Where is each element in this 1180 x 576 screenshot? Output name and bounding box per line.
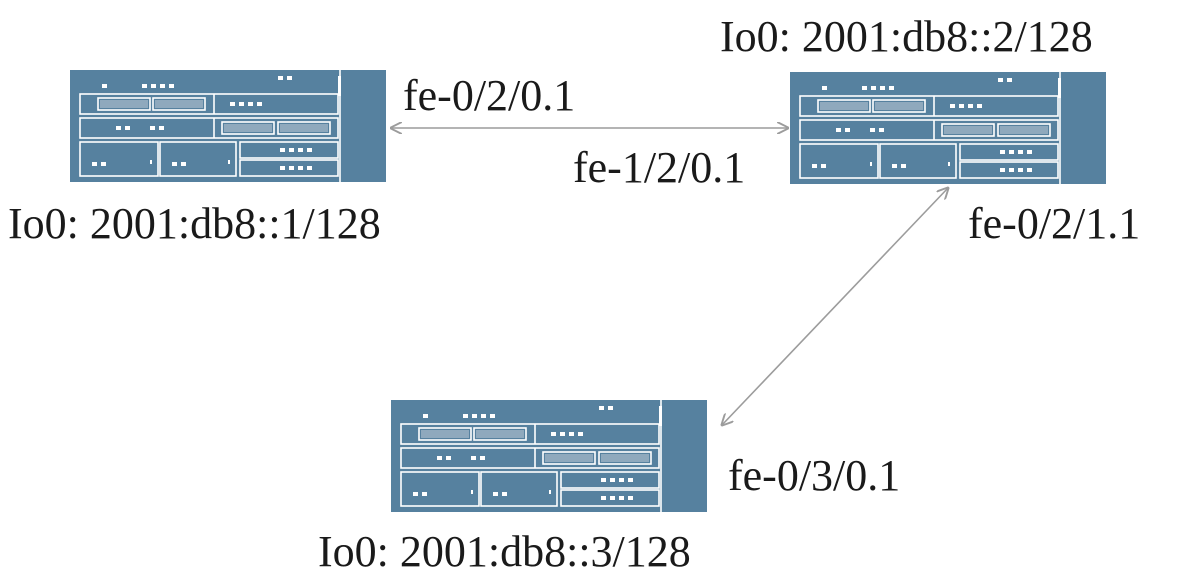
router-icon [70,70,386,182]
r1-to-r2-interface-label: fe-0/2/0.1 [403,71,576,120]
r2-to-r3-interface-label: fe-0/2/1.1 [968,199,1141,248]
r1-loopback-label: Io0: 2001:db8::1/128 [8,199,381,248]
router-r2 [790,72,1106,184]
r2-to-r1-interface-label: fe-1/2/0.1 [573,143,746,192]
router-icon [391,400,707,512]
r3-to-r2-interface-label: fe-0/3/0.1 [728,451,901,500]
router-r1 [70,70,386,182]
router-icon [790,72,1106,184]
r3-loopback-label: Io0: 2001:db8::3/128 [318,527,691,576]
r2-loopback-label: Io0: 2001:db8::2/128 [720,12,1093,61]
link-r2-r3 [722,188,948,425]
router-r3 [391,400,707,512]
